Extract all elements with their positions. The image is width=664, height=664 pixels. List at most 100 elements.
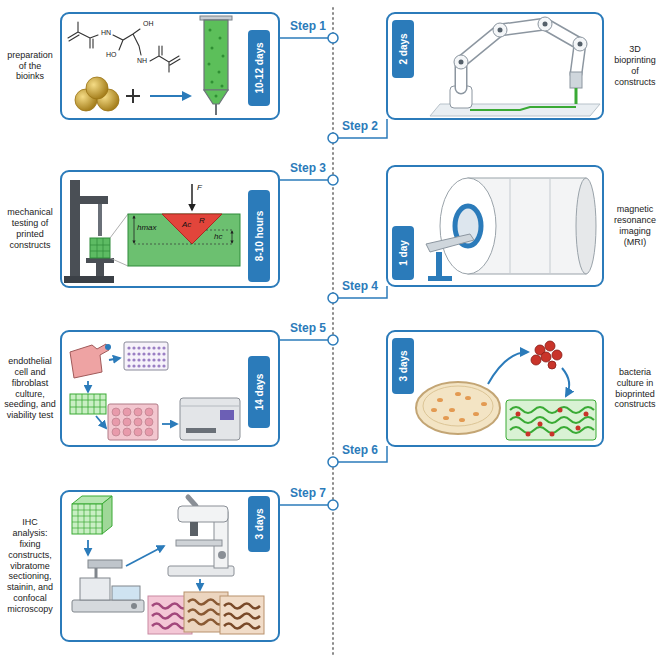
vibratome — [72, 560, 144, 612]
process-arrow — [96, 416, 106, 428]
step-box: mechanical testing of printed constructs… — [60, 170, 280, 288]
confocal-microscope — [168, 497, 234, 576]
robot-arm — [461, 24, 580, 88]
infected-construct — [550, 432, 555, 437]
bacteria-cluster — [531, 341, 562, 369]
bioink-syringe — [218, 71, 221, 74]
microgel-particles — [86, 77, 108, 99]
well-plate-96 — [147, 352, 150, 355]
indentation-detail — [128, 184, 240, 266]
process-arrow — [87, 540, 89, 555]
printed-scaffold — [70, 394, 106, 414]
printed-scaffold — [70, 394, 106, 414]
mri-scanner — [440, 178, 496, 274]
bioink-syringe — [204, 20, 228, 90]
petri-dish — [437, 398, 443, 402]
infected-construct — [516, 412, 521, 417]
step-marker — [328, 293, 338, 303]
process-arrow — [126, 546, 164, 566]
step-number: Step 5 — [290, 322, 326, 334]
bacteria-cluster — [552, 350, 562, 360]
testing-machine — [78, 196, 108, 204]
step-connector — [280, 38, 387, 505]
well-plate-96 — [162, 364, 165, 367]
mri-scanner — [550, 178, 551, 274]
vibratome — [112, 586, 140, 600]
petri-dish — [449, 408, 455, 412]
process-arrow — [562, 368, 569, 396]
petri-dish — [465, 396, 471, 400]
step-marker — [328, 33, 338, 510]
well-plate-96 — [127, 364, 130, 367]
step-marker — [328, 33, 338, 43]
process-arrow — [109, 358, 120, 360]
bacteria-cluster — [531, 355, 541, 365]
plate-reader — [186, 428, 216, 433]
process-arrow — [199, 579, 201, 590]
process-arrow — [488, 352, 528, 384]
monomer-structure — [68, 22, 180, 72]
indentation-detail — [134, 230, 232, 244]
print-bed — [470, 107, 576, 110]
step-box: magnetic resonance imaging (MRI)1 day — [386, 165, 604, 287]
petri-dish — [455, 392, 461, 396]
infected-construct — [576, 426, 581, 431]
well-plate-96 — [152, 364, 155, 367]
well-plate-96 — [127, 352, 130, 355]
well-plate-96 — [162, 358, 165, 361]
stained-sections — [152, 604, 188, 629]
step-connector — [280, 37, 328, 39]
petri-dish — [416, 382, 500, 434]
well-plate-96 — [127, 358, 130, 361]
step-description: mechanical testing of printed constructs — [4, 207, 56, 250]
bacteria-cluster — [548, 361, 556, 369]
infected-construct — [506, 400, 596, 440]
well-plate-96 — [142, 346, 145, 349]
indentation-detail — [128, 214, 240, 266]
duration-text-holder: 3 days — [398, 350, 409, 381]
process-arrow — [162, 423, 177, 425]
plus-sign — [126, 89, 140, 103]
indentation-detail — [162, 214, 222, 244]
infected-construct — [538, 422, 543, 427]
duration-label: 8-10 hours — [254, 211, 265, 262]
petri-dish — [431, 392, 487, 422]
bioink-syringe — [211, 81, 214, 84]
dimension-label: hmax — [137, 224, 157, 232]
well-plate-96 — [142, 364, 145, 367]
stained-sections — [188, 600, 224, 625]
step-description: bacteria culture in bioprinted construct… — [610, 367, 660, 410]
step-number: Step 7 — [290, 487, 326, 499]
robot-arm — [575, 88, 578, 104]
process-arrow — [150, 95, 190, 97]
zoom-lines — [110, 214, 128, 238]
bioink-syringe — [215, 95, 218, 98]
well-plate-12 — [145, 418, 153, 426]
stained-sections — [220, 596, 264, 634]
atom-label: HO — [106, 51, 117, 58]
step-marker — [328, 133, 338, 143]
bacteria-cluster — [541, 352, 551, 362]
fixed-construct — [72, 504, 102, 534]
plate-reader — [220, 410, 234, 420]
well-plate-96 — [162, 352, 165, 355]
confocal-microscope — [218, 551, 226, 559]
petri-dish — [423, 386, 493, 426]
monomer-structure — [68, 22, 98, 48]
well-plate-96 — [137, 346, 140, 349]
well-plate-12 — [112, 408, 153, 436]
robot-arm — [459, 60, 464, 65]
step-box: IHC analysis: fixing constructs, vibrato… — [60, 490, 280, 642]
culture-flask — [105, 344, 111, 350]
duration-tab: 3 days — [248, 496, 270, 552]
mri-scanner — [428, 276, 452, 281]
testing-machine — [90, 238, 110, 258]
duration-tab: 8-10 hours — [248, 190, 270, 282]
step-marker — [328, 457, 338, 467]
well-plate-96 — [132, 346, 135, 349]
well-plate-12 — [108, 404, 158, 440]
duration-label: 1 day — [398, 240, 409, 266]
step-marker — [328, 335, 338, 345]
atom-label: HN — [101, 29, 111, 36]
mri-scanner — [436, 252, 442, 277]
